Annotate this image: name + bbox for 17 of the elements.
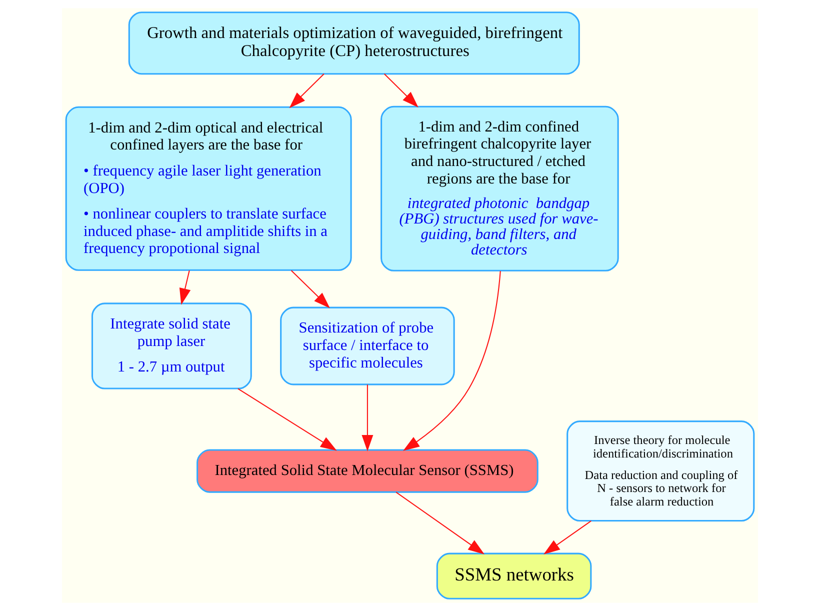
node-box: SSMS networks [436, 552, 592, 600]
arrow [290, 270, 330, 308]
arrow [238, 388, 337, 451]
node-box: 1-dim and 2-dim optical and electrical confined layers are the base for • frequency agile laser light generation (OPO) • nonlinear couplers to translate surface induced phase- and amplitide shifts in a frequency propotional signal [65, 106, 352, 271]
node-box: Integrated Solid State Molecular Sensor (SSMS) [196, 449, 538, 493]
arrow [403, 271, 501, 451]
arrow [289, 73, 324, 108]
arrow [179, 270, 191, 305]
node-box: Sensitization of probe surface / interface to specific molecules [280, 306, 455, 386]
node-box: Inverse theory for molecule identification/discrimination Data reduction and coupling of N - sensors to network for false alarm reduction [566, 420, 755, 522]
arrow [384, 73, 418, 108]
node-box: 1-dim and 2-dim confined birefringent chalcopyrite layer and nano-structured / etched regions are the base for integrated photonic bandgap (PBG) structures used for wave-guiding, band filters, and detectors [380, 106, 619, 272]
node-box: Growth and materials optimization of waveguided, birefringent Chalcopyrite (CP) heterostructures [128, 12, 580, 75]
arrow [362, 384, 374, 452]
arrow [396, 492, 484, 554]
arrow [544, 520, 592, 554]
node-box: Integrate solid state pump laser 1 - 2.7 µm output [91, 302, 252, 390]
